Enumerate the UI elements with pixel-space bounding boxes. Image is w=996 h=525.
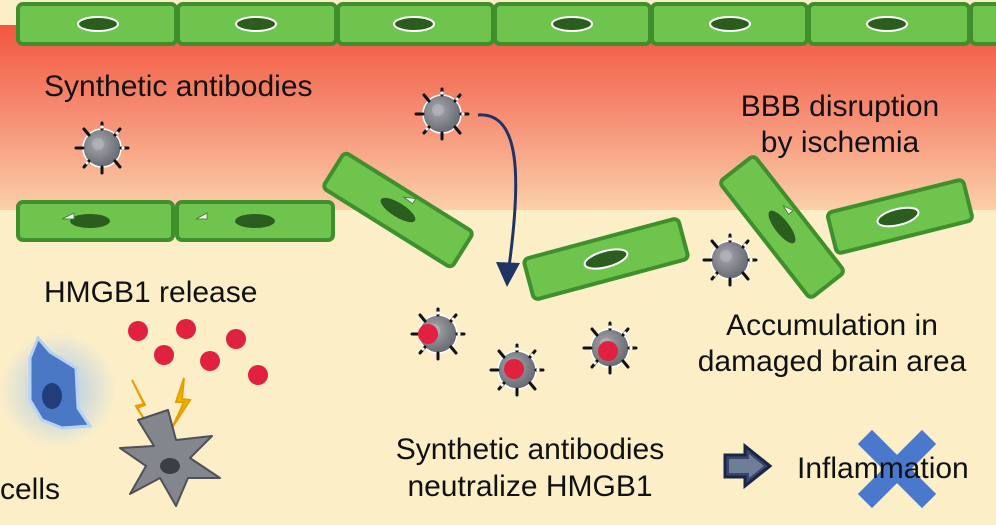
accumulation-label-line2: damaged brain area xyxy=(697,345,967,378)
transport-arrow-head xyxy=(496,262,520,287)
antibody-in-vessel-1 xyxy=(74,121,130,175)
transport-arrow xyxy=(477,113,518,275)
endothelial-cells-disrupted xyxy=(322,151,974,301)
bbb-disruption-label-line2: by ischemia xyxy=(760,126,920,159)
leads-to-arrow-inner xyxy=(729,454,764,478)
antibody-hmgb1-complex-1 xyxy=(410,307,466,361)
hmgb1-molecules xyxy=(128,319,268,385)
antibody-in-vessel-2 xyxy=(414,87,470,141)
antibody-hmgb1-complex-3 xyxy=(582,321,638,375)
endothelial-cells-bottom-intact xyxy=(16,200,335,242)
accumulation-label-line1: Accumulation in xyxy=(726,309,938,342)
endothelial-cells-top-row xyxy=(16,2,996,46)
hmgb1-release-label: HMGB1 release xyxy=(44,276,258,309)
neutralize-label-line2: neutralize HMGB1 xyxy=(407,470,653,503)
immune-cell xyxy=(0,332,116,448)
neutralize-label-line1: Synthetic antibodies xyxy=(395,433,665,466)
damaged-brain-cell xyxy=(119,409,221,507)
inflammation-label: Inflammation xyxy=(797,452,969,485)
inhibited-cross-icon xyxy=(857,429,937,509)
cells-label: cells xyxy=(0,473,61,506)
bbb-disruption-label-line1: BBB disruption xyxy=(740,90,940,123)
antibody-hmgb1-complex-2 xyxy=(489,343,545,397)
antibody-accumulated xyxy=(702,233,758,287)
synthetic-antibodies-label: Synthetic antibodies xyxy=(44,70,313,103)
